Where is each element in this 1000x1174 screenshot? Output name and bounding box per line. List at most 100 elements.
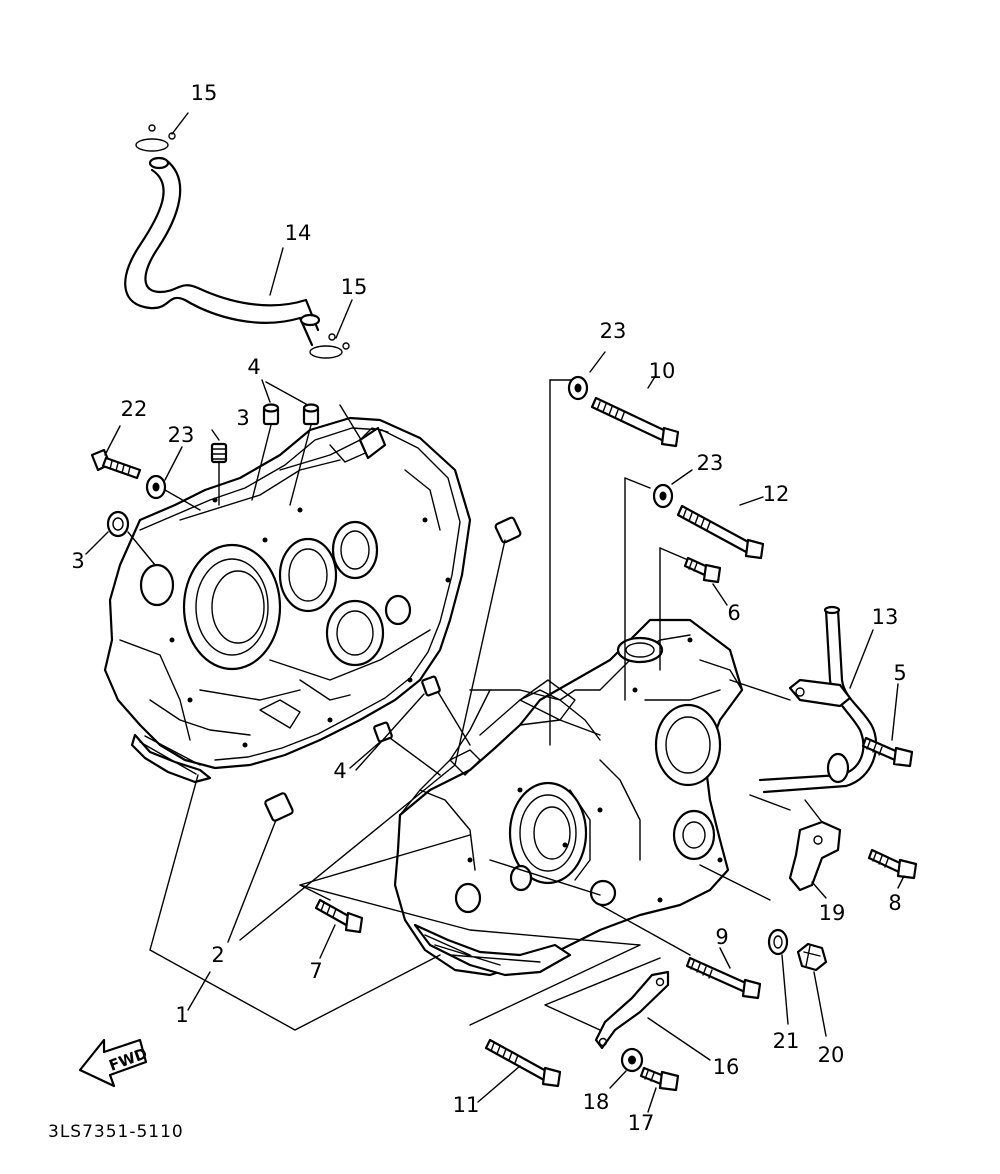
- dowel-4-upper-a: [262, 403, 280, 426]
- leader-washer-23-left: [164, 489, 201, 511]
- leader-22: [104, 425, 121, 456]
- callout-14: 14: [285, 221, 312, 245]
- leader-18: [609, 1070, 627, 1089]
- plate-16: [594, 970, 670, 1050]
- bolt-22: [90, 448, 142, 480]
- callout-10: 10: [649, 359, 676, 383]
- leader-20: [813, 971, 827, 1037]
- leader-4-lower: [349, 693, 425, 771]
- guide-bolt-7: [299, 884, 331, 901]
- leader-21: [781, 954, 789, 1025]
- guide-bolt-9: [599, 904, 691, 956]
- callout-12: 12: [763, 482, 790, 506]
- callout-5: 5: [893, 661, 906, 685]
- washer-18: [620, 1047, 644, 1073]
- guide-bolt-11-7: [299, 834, 641, 1026]
- washer-23-b: [652, 483, 674, 509]
- leader-10: [647, 374, 657, 389]
- dowel-4-upper-b: [302, 403, 320, 426]
- leader-23c: [164, 446, 183, 481]
- callout-6: 6: [727, 601, 740, 625]
- washer-23-a: [567, 375, 589, 401]
- leader-15b: [335, 299, 353, 339]
- callout-3-lower: 3: [71, 549, 84, 573]
- callout-21: 21: [773, 1029, 800, 1053]
- callout-19: 19: [819, 901, 846, 925]
- leader-15a: [171, 112, 189, 135]
- bolt-10: [590, 396, 680, 448]
- dowel-4-upper-guides: [251, 424, 312, 506]
- callout-1: 1: [175, 1003, 188, 1027]
- callout-16: 16: [713, 1055, 740, 1079]
- breather-hose: [124, 156, 321, 347]
- leader-16: [647, 1017, 711, 1061]
- guide-bolt-12-top: [624, 477, 651, 489]
- hose-clamp-13: [788, 678, 852, 708]
- callout-23-mid: 23: [697, 451, 724, 475]
- guide-plate-16: [544, 957, 661, 1031]
- bolt-11: [484, 1038, 562, 1088]
- callout-20: 20: [818, 1043, 845, 1067]
- dowel-4-lower-guides: [389, 691, 471, 776]
- assembly-bracket-1: [149, 774, 441, 1031]
- bolt-12: [676, 504, 765, 560]
- fwd-arrow-icon: FWD: [78, 1038, 150, 1088]
- callout-4-lower: 4: [333, 759, 346, 783]
- leader-17: [647, 1087, 657, 1113]
- leader-11: [477, 1065, 521, 1103]
- washer-21: [767, 928, 789, 956]
- callout-15-upper: 15: [191, 81, 218, 105]
- hose-clip-lower: [309, 333, 350, 359]
- leader-12: [739, 496, 764, 506]
- bolt-5: [861, 736, 914, 768]
- bolt-6: [683, 556, 722, 584]
- plug-3-upper: [210, 442, 228, 464]
- leader-plug3-lower: [127, 531, 156, 566]
- bolt-17: [639, 1066, 680, 1092]
- callout-3-upper: 3: [236, 406, 249, 430]
- callout-18: 18: [583, 1090, 610, 1114]
- callout-13: 13: [872, 605, 899, 629]
- leader-7: [319, 924, 336, 959]
- breather-nipple: [358, 426, 387, 460]
- guide-washer-21: [699, 864, 771, 901]
- leader-14: [269, 247, 284, 296]
- leader-8: [897, 875, 905, 889]
- callout-23-left: 23: [168, 423, 195, 447]
- washer-23-left: [145, 474, 167, 500]
- hose-leader-line: [339, 404, 361, 439]
- hose-clamp-lower: [826, 752, 850, 784]
- leader-3a-top: [211, 429, 220, 441]
- leader-4-upper: [261, 379, 307, 405]
- bolt-8: [867, 848, 918, 880]
- callout-23-top: 23: [600, 319, 627, 343]
- leader-6: [712, 583, 728, 606]
- dowel-4-lower-a: [373, 721, 393, 743]
- callout-11: 11: [453, 1093, 480, 1117]
- bolt-7: [314, 898, 364, 934]
- leader-2-left: [227, 819, 277, 943]
- dowel-4-lower-b: [421, 675, 441, 697]
- left-crankcase: [103, 416, 472, 784]
- callout-8: 8: [888, 891, 901, 915]
- leader-3b: [85, 531, 109, 555]
- guide-bolt-9b: [489, 859, 601, 896]
- leader-2-right: [239, 539, 506, 941]
- callout-17: 17: [628, 1111, 655, 1135]
- leader-23a: [589, 351, 606, 373]
- drain-plug-20: [796, 942, 828, 972]
- bracket-19: [788, 799, 842, 892]
- callout-4-upper: 4: [247, 355, 260, 379]
- leader-19: [811, 881, 827, 899]
- callout-22: 22: [121, 397, 148, 421]
- plug-3-lower: [106, 510, 130, 538]
- guide-bolt-6-top: [659, 547, 689, 561]
- bolt-9: [685, 956, 762, 1000]
- leader-13: [849, 629, 874, 689]
- guide-bolt-5: [729, 679, 791, 701]
- callout-2: 2: [211, 943, 224, 967]
- guide-bolt-8: [749, 794, 791, 811]
- dowel-2-right: [494, 516, 522, 544]
- callout-9: 9: [715, 925, 728, 949]
